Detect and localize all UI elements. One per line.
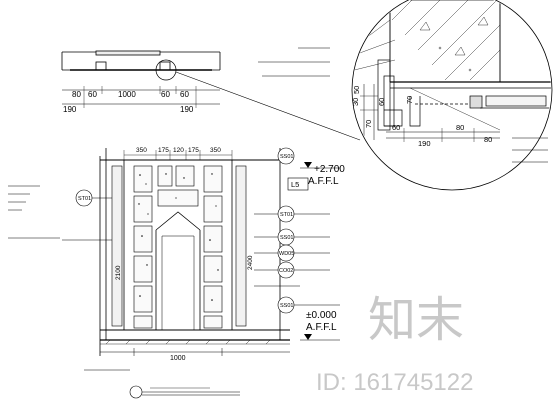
- tag-st01-left: ST01: [78, 196, 91, 202]
- tag-ss01-mid: SS01: [280, 235, 293, 241]
- plan-dim-3: 1000: [118, 90, 136, 99]
- drawing-title-block: [129, 385, 240, 399]
- tag-co02: CO02: [279, 268, 293, 274]
- plan-dim-1: 80: [72, 90, 81, 99]
- floor-hatch: [100, 339, 290, 345]
- detail-dim-h1: 60: [392, 123, 400, 132]
- detail-dim-h2: 190: [418, 139, 431, 148]
- detail-dim-h4: 80: [484, 135, 492, 144]
- level-bottom-value: ±0.000: [306, 310, 337, 321]
- stone-tiles: [111, 165, 247, 329]
- elev-dim-right: 2400: [247, 255, 254, 270]
- watermark: 知末 ID: 161745122: [316, 294, 473, 396]
- plan-dim-2: 60: [88, 90, 97, 99]
- stone-speckle: [138, 173, 219, 301]
- level-top-value: +2.700: [314, 164, 345, 175]
- elev-dim-top-3: 120: [173, 147, 184, 154]
- detail-dim-v1: 50: [352, 86, 361, 94]
- elev-bottom-dimline: [100, 348, 290, 356]
- tag-wd05: WD05: [279, 251, 294, 257]
- plan-section: [61, 50, 361, 141]
- plan-dim-4: 60: [161, 90, 170, 99]
- elev-dim-top-4: 175: [188, 147, 199, 154]
- plan-dim-6: 190: [63, 105, 77, 114]
- detail-dim-v5: 70: [405, 96, 414, 104]
- tag-ss01-top: SS01: [280, 154, 293, 160]
- tag-l5: L5: [291, 180, 299, 189]
- detail-circle: [351, 0, 553, 191]
- elev-dim-left: 2100: [115, 265, 122, 280]
- detail-content: [353, 0, 551, 142]
- elev-dim-top-2: 175: [158, 147, 169, 154]
- plan-dim-5: 60: [180, 90, 189, 99]
- left-annotations: [8, 185, 130, 371]
- detail-dim-v4: 60: [377, 98, 386, 106]
- elevation-frame: [99, 148, 290, 356]
- level-marker-bottom: ±0.000 A.F.F.L: [300, 310, 340, 341]
- detail-dim-labels: 50 30 70 60 70 60 190 80 80: [351, 86, 492, 148]
- detail-annotations: [258, 47, 548, 163]
- elev-dim-top-1: 350: [136, 147, 147, 154]
- material-tags: [62, 147, 340, 314]
- elev-dim-bottom: 1000: [170, 355, 186, 362]
- level-bottom-ref: A.F.F.L: [306, 322, 337, 333]
- watermark-id: ID: 161745122: [316, 369, 473, 396]
- detail-dim-v2: 30: [351, 98, 360, 106]
- elev-dim-top-5: 350: [210, 147, 221, 154]
- level-top-ref: A.F.F.L: [308, 176, 339, 187]
- watermark-logo: 知末: [368, 294, 464, 347]
- detail-dim-h3: 80: [456, 123, 464, 132]
- tag-st01-right: ST01: [280, 212, 293, 218]
- level-marker-top: +2.700 A.F.F.L: [300, 162, 345, 187]
- tag-ss01-low: SS01: [280, 303, 293, 309]
- detail-dim-v3: 70: [364, 120, 373, 128]
- plan-dim-7: 190: [180, 105, 194, 114]
